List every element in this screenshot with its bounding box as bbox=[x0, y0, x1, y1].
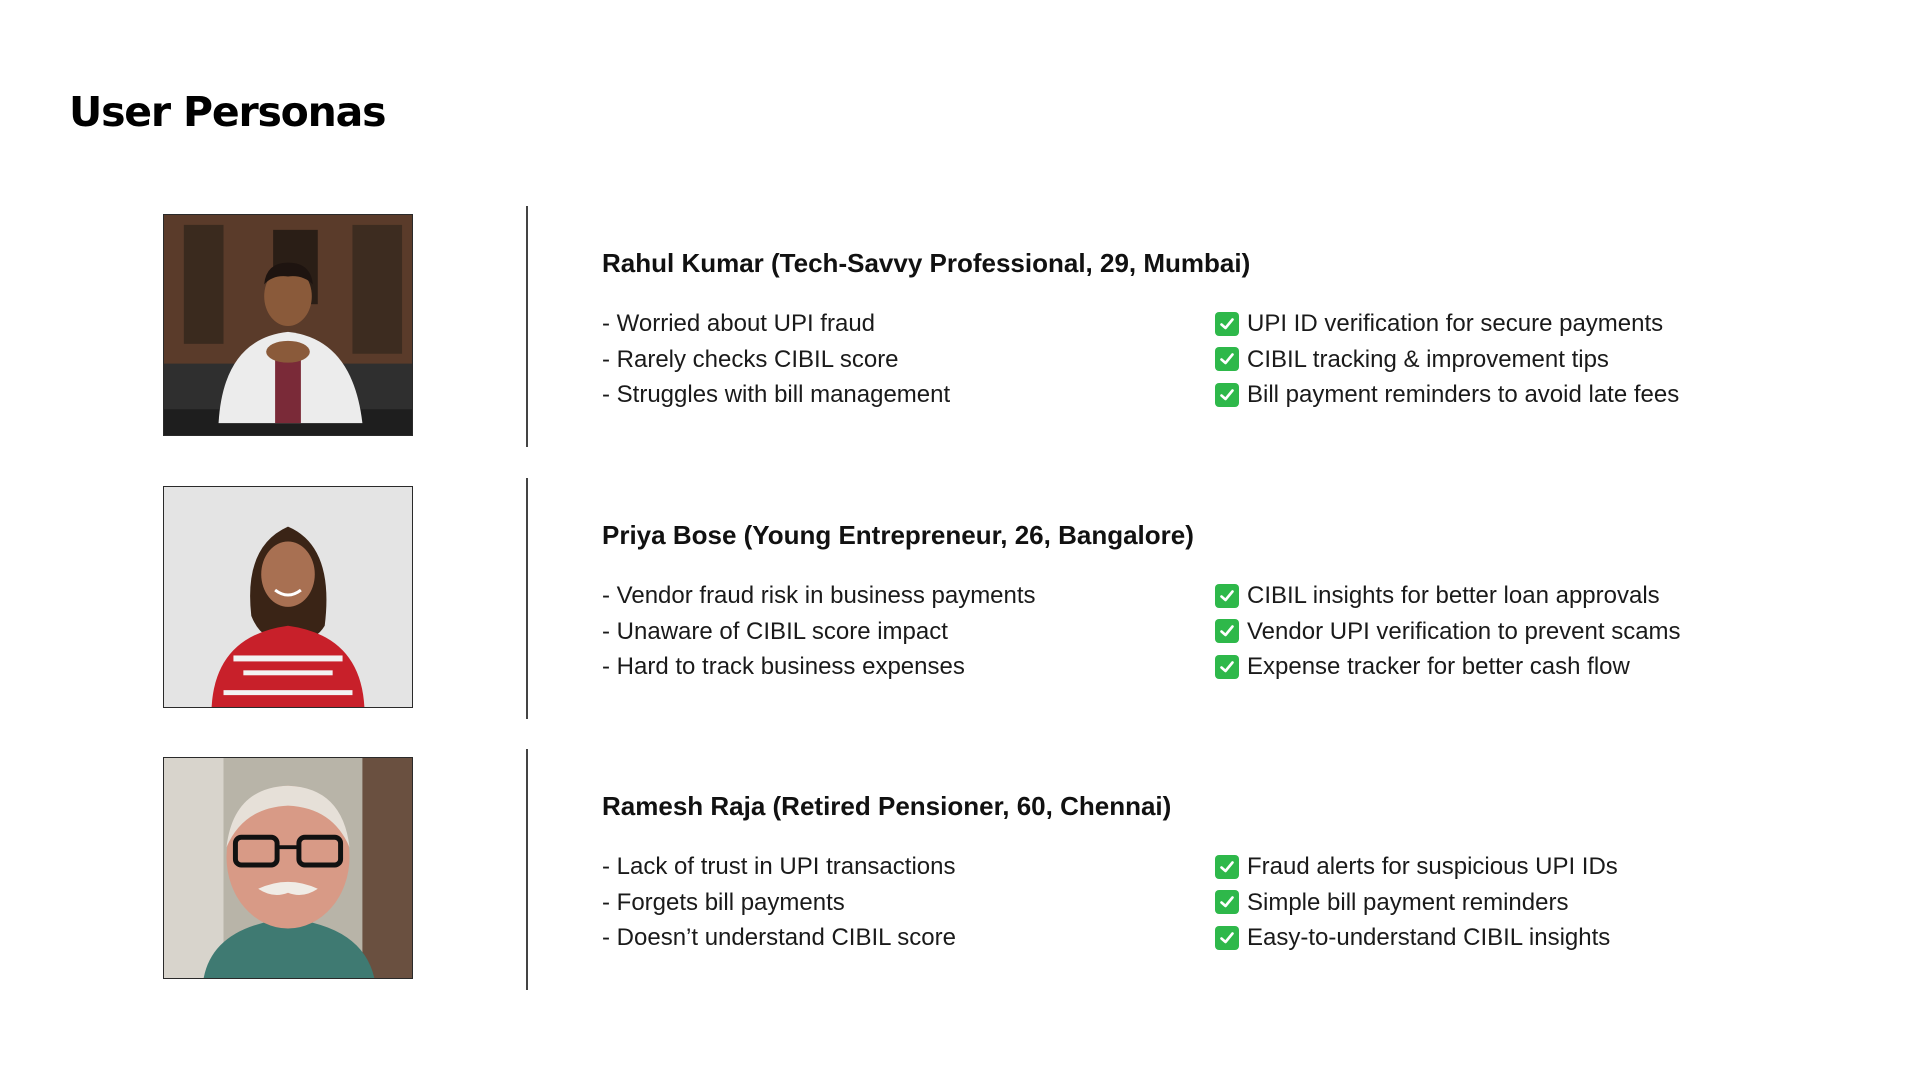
pain-point: - Rarely checks CIBIL score bbox=[602, 345, 899, 373]
persona-name: Ramesh Raja (Retired Pensioner, 60, Chen… bbox=[602, 791, 1172, 821]
solution-item: CIBIL insights for better loan approvals bbox=[1215, 578, 1681, 614]
solution-item: UPI ID verification for secure payments bbox=[1215, 306, 1679, 342]
check-mark-icon bbox=[1215, 925, 1239, 950]
persona-photo bbox=[163, 486, 413, 708]
persona-name: Rahul Kumar (Tech-Savvy Professional, 29… bbox=[602, 248, 1251, 278]
solution-text: Easy-to-understand CIBIL insights bbox=[1247, 924, 1611, 951]
solution-item: CIBIL tracking & improvement tips bbox=[1215, 342, 1679, 378]
pain-point: - Hard to track business expenses bbox=[602, 653, 965, 680]
pain-points-list: - Vendor fraud risk in business payments… bbox=[602, 578, 1036, 685]
solutions-list: UPI ID verification for secure payments … bbox=[1215, 306, 1679, 413]
pain-point: - Vendor fraud risk in business payments bbox=[602, 582, 1036, 609]
pain-point: - Lack of trust in UPI transactions bbox=[602, 853, 956, 880]
solution-item: Simple bill payment reminders bbox=[1215, 885, 1618, 921]
pain-point: - Unaware of CIBIL score impact bbox=[602, 617, 948, 645]
solution-text: Fraud alerts for suspicious UPI IDs bbox=[1247, 853, 1618, 880]
persona-name: Priya Bose (Young Entrepreneur, 26, Bang… bbox=[602, 520, 1194, 550]
solution-item: Easy-to-understand CIBIL insights bbox=[1215, 920, 1618, 956]
check-mark-icon bbox=[1215, 311, 1239, 336]
check-mark-icon bbox=[1215, 382, 1239, 407]
vertical-divider bbox=[526, 206, 528, 447]
solution-text: CIBIL tracking & improvement tips bbox=[1247, 345, 1609, 373]
persona-photo bbox=[163, 214, 413, 436]
pain-point: - Forgets bill payments bbox=[602, 888, 845, 916]
solution-item: Bill payment reminders to avoid late fee… bbox=[1215, 377, 1679, 413]
page-title: User Personas bbox=[69, 88, 387, 136]
check-mark-icon bbox=[1215, 854, 1239, 879]
solution-text: UPI ID verification for secure payments bbox=[1247, 310, 1664, 337]
solutions-list: CIBIL insights for better loan approvals… bbox=[1215, 578, 1681, 685]
solution-text: Expense tracker for better cash flow bbox=[1247, 653, 1630, 680]
solution-text: Bill payment reminders to avoid late fee… bbox=[1247, 381, 1680, 408]
vertical-divider bbox=[526, 749, 528, 990]
persona-card-rahul: Rahul Kumar (Tech-Savvy Professional, 29… bbox=[0, 206, 1920, 451]
check-mark-icon bbox=[1215, 890, 1239, 915]
pain-point: - Doesn’t understand CIBIL score bbox=[602, 924, 956, 951]
pain-point: - Struggles with bill management bbox=[602, 381, 951, 408]
persona-card-priya: Priya Bose (Young Entrepreneur, 26, Bang… bbox=[0, 478, 1920, 723]
solutions-list: Fraud alerts for suspicious UPI IDs Simp… bbox=[1215, 849, 1618, 956]
persona-card-ramesh: Ramesh Raja (Retired Pensioner, 60, Chen… bbox=[0, 749, 1920, 994]
check-mark-icon bbox=[1215, 583, 1239, 608]
check-mark-icon bbox=[1215, 347, 1239, 372]
solution-text: CIBIL insights for better loan approvals bbox=[1247, 582, 1660, 609]
pain-points-list: - Worried about UPI fraud - Rarely check… bbox=[602, 306, 950, 413]
pain-points-list: - Lack of trust in UPI transactions - Fo… bbox=[602, 849, 956, 956]
solution-item: Fraud alerts for suspicious UPI IDs bbox=[1215, 849, 1618, 885]
solution-item: Vendor UPI verification to prevent scams bbox=[1215, 614, 1681, 650]
persona-photo bbox=[163, 757, 413, 979]
check-mark-icon bbox=[1215, 619, 1239, 644]
solution-item: Expense tracker for better cash flow bbox=[1215, 649, 1681, 685]
solution-text: Vendor UPI verification to prevent scams bbox=[1247, 617, 1681, 645]
pain-point: - Worried about UPI fraud bbox=[602, 310, 876, 337]
check-mark-icon bbox=[1215, 654, 1239, 679]
solution-text: Simple bill payment reminders bbox=[1247, 888, 1569, 916]
vertical-divider bbox=[526, 478, 528, 719]
